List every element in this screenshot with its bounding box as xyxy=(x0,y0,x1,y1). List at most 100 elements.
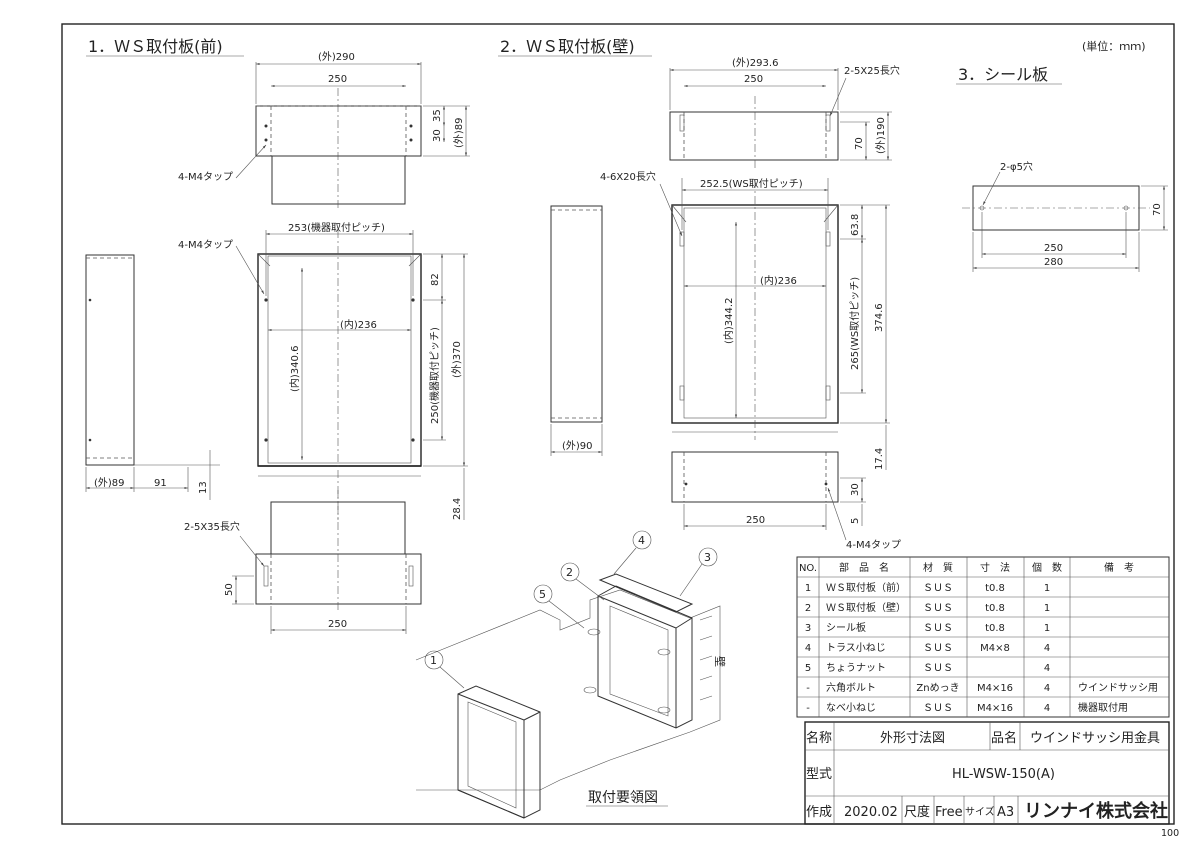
parts-cell-r6-c5: 機器取付用 xyxy=(1078,701,1128,714)
tb-model-value: HL-WSW-150(A) xyxy=(952,767,1055,782)
label-front-tap-top: 4-M4タップ xyxy=(178,171,233,183)
dim-wall-outer-190: (外)190 xyxy=(875,117,887,154)
parts-cell-r5-c5: ウインドサッシ用 xyxy=(1078,682,1158,694)
dim-front-28-4: 28.4 xyxy=(452,498,463,520)
dim-side-outer-89: (外)89 xyxy=(94,477,125,489)
parts-header-4: 個 数 xyxy=(1032,561,1062,574)
label-wall-slot-front: 4-6X20長穴 xyxy=(600,170,656,183)
parts-header-5: 備 考 xyxy=(1104,561,1134,574)
parts-header-0: NO. xyxy=(799,563,817,574)
front-plate-views: (外)290 250 35 30 (外)89 4-M4タップ 253(機器取付ピ… xyxy=(85,51,470,634)
dim-wall-70: 70 xyxy=(854,137,865,150)
tb-scale-value: Free xyxy=(935,805,963,820)
parts-cell-r1-c1: ＷＳ取付板（壁） xyxy=(826,601,906,614)
dim-front-50: 50 xyxy=(224,583,235,596)
label-front-slot: 2-5X35長穴 xyxy=(184,520,240,533)
parts-cell-r0-c3: t0.8 xyxy=(985,583,1005,594)
parts-cell-r4-c4: 4 xyxy=(1044,663,1050,674)
parts-cell-r6-c0: - xyxy=(806,703,810,714)
parts-cell-r5-c2: Znめっき xyxy=(916,682,959,694)
dim-seal-280: 280 xyxy=(1044,257,1063,268)
parts-cell-r4-c0: 5 xyxy=(805,663,811,674)
parts-cell-r5-c3: M4×16 xyxy=(977,683,1013,694)
dim-seal-70: 70 xyxy=(1152,203,1163,216)
dim-front-outer-89: (外)89 xyxy=(453,117,465,148)
parts-cell-r2-c3: t0.8 xyxy=(985,623,1005,634)
dim-front-outer-width: (外)290 xyxy=(318,51,355,63)
section-title-seal: 3．シール板 xyxy=(958,65,1048,84)
parts-cell-r5-c4: 4 xyxy=(1044,683,1050,694)
tb-name-value: 外形寸法図 xyxy=(880,731,945,746)
dim-front-pitch-250: 250(機器取付ピッチ) xyxy=(428,327,441,424)
dim-wall-side-90: (外)90 xyxy=(562,440,593,452)
dim-seal-250: 250 xyxy=(1044,243,1063,254)
dim-side-13: 13 xyxy=(198,481,209,494)
dim-wall-30: 30 xyxy=(850,483,861,496)
parts-cell-r1-c3: t0.8 xyxy=(985,603,1005,614)
dim-wall-374: 374.6 xyxy=(874,303,885,332)
dim-front-inner-236: (内)236 xyxy=(340,318,377,331)
parts-cell-r6-c3: M4×16 xyxy=(977,703,1013,714)
dim-front-35: 35 xyxy=(432,109,443,122)
parts-cell-r3-c2: ＳＵＳ xyxy=(923,643,953,654)
parts-cell-r5-c1: 六角ボルト xyxy=(826,682,876,694)
tb-product-label: 品名 xyxy=(991,730,1017,746)
title-block xyxy=(804,721,1170,825)
parts-header-3: 寸 法 xyxy=(980,561,1010,574)
wall-plate-views: (外)293.6 250 2-5X25長穴 70 (外)190 252.5(WS… xyxy=(550,57,901,551)
dim-wall-outer-293: (外)293.6 xyxy=(732,57,778,69)
parts-cell-r6-c2: ＳＵＳ xyxy=(923,703,953,714)
dim-wall-width-bottom: 250 xyxy=(746,515,765,526)
parts-cell-r3-c4: 4 xyxy=(1044,643,1050,654)
parts-cell-r2-c0: 3 xyxy=(805,623,811,634)
parts-cell-r3-c3: M4×8 xyxy=(980,643,1010,654)
tb-model-label: 型式 xyxy=(806,767,832,782)
dim-wall-63-8: 63.8 xyxy=(850,214,861,236)
parts-table xyxy=(796,556,1170,718)
label-seal-holes: 2-φ5穴 xyxy=(1000,160,1033,173)
balloon-4: 4 xyxy=(638,534,645,547)
tb-product-value: ウインドサッシ用金具 xyxy=(1030,730,1160,746)
dim-wall-width-top: 250 xyxy=(744,74,763,85)
balloon-5: 5 xyxy=(539,588,546,601)
sheet-border xyxy=(61,23,1175,825)
tb-made-value: 2020.02 xyxy=(844,805,898,820)
parts-cell-r1-c0: 2 xyxy=(805,603,811,614)
parts-cell-r2-c4: 1 xyxy=(1044,623,1050,634)
dim-front-width-top: 250 xyxy=(328,74,347,85)
page-number: 100 xyxy=(1161,828,1179,839)
tb-company: リンナイ株式会社 xyxy=(1024,800,1168,822)
label-wall-slot-top: 2-5X25長穴 xyxy=(844,64,900,77)
label-front-tap-mid: 4-M4タップ xyxy=(178,239,233,251)
parts-header-2: 材 質 xyxy=(923,561,953,574)
balloon-1: 1 xyxy=(430,654,437,667)
dim-wall-17-4: 17.4 xyxy=(874,448,885,470)
tb-size-label: サイズ xyxy=(965,805,995,818)
parts-cell-r0-c2: ＳＵＳ xyxy=(923,583,953,594)
assembly-illustration: 壁 1 2 3 4 5 取付要領図 xyxy=(415,530,727,819)
parts-cell-r1-c4: 1 xyxy=(1044,603,1050,614)
label-wall-tap-bottom: 4-M4タップ xyxy=(846,539,901,551)
dim-wall-inner-344: (内)344.2 xyxy=(722,298,735,344)
balloon-3: 3 xyxy=(704,551,711,564)
dim-front-82: 82 xyxy=(430,273,441,286)
parts-cell-r4-c2: ＳＵＳ xyxy=(923,663,953,674)
parts-cell-r5-c0: - xyxy=(806,683,810,694)
section-title-wall: 2．ＷＳ取付板(壁) xyxy=(500,37,635,56)
section-title-front: 1．ＷＳ取付板(前) xyxy=(88,37,223,56)
tb-size-value: A3 xyxy=(997,805,1014,820)
parts-header-1: 部 品 名 xyxy=(839,561,889,574)
parts-cell-r0-c0: 1 xyxy=(805,583,811,594)
dim-front-30: 30 xyxy=(432,129,443,142)
dim-wall-inner-236: (内)236 xyxy=(760,274,797,287)
dim-side-91: 91 xyxy=(154,478,167,489)
balloon-2: 2 xyxy=(566,566,573,579)
dim-wall-pitch-265: 265(WS取付ピッチ) xyxy=(848,277,861,370)
parts-cell-r1-c2: ＳＵＳ xyxy=(923,603,953,614)
label-wall: 壁 xyxy=(713,656,727,667)
parts-cell-r2-c2: ＳＵＳ xyxy=(923,623,953,634)
dim-wall-5: 5 xyxy=(850,518,861,524)
tb-made-label: 作成 xyxy=(806,805,832,820)
tb-name-label: 名称 xyxy=(806,730,832,746)
dim-front-width-bottom: 250 xyxy=(328,619,347,630)
